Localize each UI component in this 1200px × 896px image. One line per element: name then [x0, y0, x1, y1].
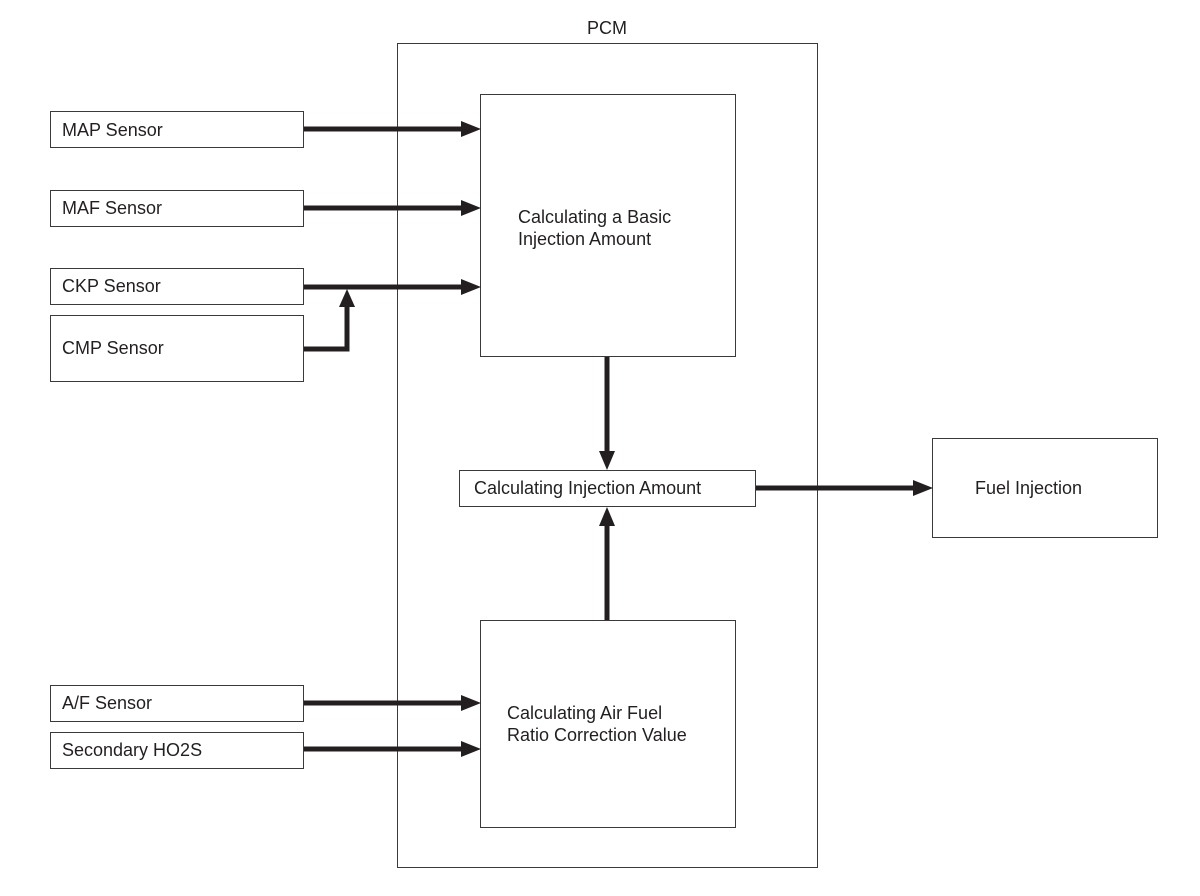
pcm-title: PCM	[587, 18, 627, 38]
arrowhead	[461, 279, 481, 295]
arrowhead	[599, 507, 615, 526]
maf-sensor-box: MAF Sensor	[50, 190, 304, 227]
fuel-injection-label: Fuel Injection	[975, 478, 1083, 498]
arrowhead	[461, 741, 481, 757]
injection-amount-label: Calculating Injection Amount	[474, 478, 702, 498]
ckp-sensor-label: CKP Sensor	[62, 276, 161, 296]
arrowhead	[461, 200, 481, 216]
cmp-sensor-label: CMP Sensor	[62, 338, 164, 358]
arrowhead	[599, 451, 615, 470]
af-correction-block: Calculating Air Fuel Ratio Correction Va…	[480, 620, 736, 828]
af-correction-label: Calculating Air Fuel Ratio Correction Va…	[507, 703, 687, 745]
cmp-sensor-box: CMP Sensor	[50, 315, 304, 382]
arrowhead	[461, 121, 481, 137]
fuel-injection-box: Fuel Injection	[932, 438, 1158, 538]
af-sensor-box: A/F Sensor	[50, 685, 304, 722]
injection-amount-block: Calculating Injection Amount	[459, 470, 756, 507]
arrowhead	[461, 695, 481, 711]
map-sensor-box: MAP Sensor	[50, 111, 304, 148]
maf-sensor-label: MAF Sensor	[62, 198, 163, 218]
arrowhead	[339, 289, 355, 307]
arrowhead	[913, 480, 933, 496]
secondary-ho2s-label: Secondary HO2S	[62, 740, 203, 760]
secondary-ho2s-box: Secondary HO2S	[50, 732, 304, 769]
cmp-to-ckp-connector	[304, 305, 350, 352]
map-sensor-label: MAP Sensor	[62, 120, 163, 140]
ckp-sensor-box: CKP Sensor	[50, 268, 304, 305]
af-sensor-label: A/F Sensor	[62, 693, 153, 713]
basic-injection-block: Calculating a Basic Injection Amount	[480, 94, 736, 357]
basic-injection-label: Calculating a Basic Injection Amount	[518, 207, 672, 249]
